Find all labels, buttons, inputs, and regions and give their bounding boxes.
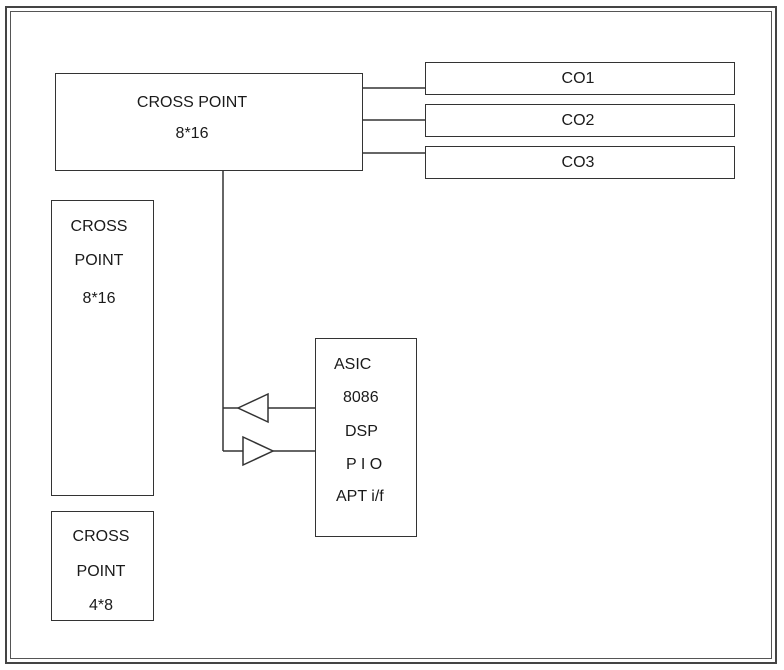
output-block-co3 bbox=[425, 146, 735, 179]
cross-point-left-block bbox=[51, 200, 154, 496]
output-block-co2 bbox=[425, 104, 735, 137]
output-label-co2: CO2 bbox=[561, 112, 595, 129]
output-label-co3: CO3 bbox=[561, 154, 595, 171]
output-block-co1 bbox=[425, 62, 735, 95]
asic-line-asic: ASIC bbox=[334, 356, 372, 373]
left-block-line2: POINT bbox=[74, 252, 124, 269]
small-block-line1: CROSS bbox=[72, 528, 130, 545]
output-label-co1: CO1 bbox=[561, 70, 595, 87]
main-block-title: CROSS POINT bbox=[136, 94, 248, 111]
asic-line-apt: APT i/f bbox=[336, 488, 384, 505]
small-block-line2: POINT bbox=[76, 563, 126, 580]
cross-point-main-block bbox=[55, 73, 363, 171]
main-block-size: 8*16 bbox=[175, 125, 209, 142]
asic-line-8086: 8086 bbox=[343, 389, 379, 406]
asic-line-pio: P I O bbox=[346, 456, 383, 473]
left-block-line1: CROSS bbox=[70, 218, 128, 235]
asic-block bbox=[315, 338, 417, 537]
inner-frame bbox=[10, 11, 772, 659]
small-block-size: 4*8 bbox=[88, 597, 114, 614]
asic-line-dsp: DSP bbox=[345, 423, 378, 440]
outer-frame bbox=[5, 6, 777, 664]
left-block-size: 8*16 bbox=[82, 290, 116, 307]
cross-point-small-block bbox=[51, 511, 154, 621]
